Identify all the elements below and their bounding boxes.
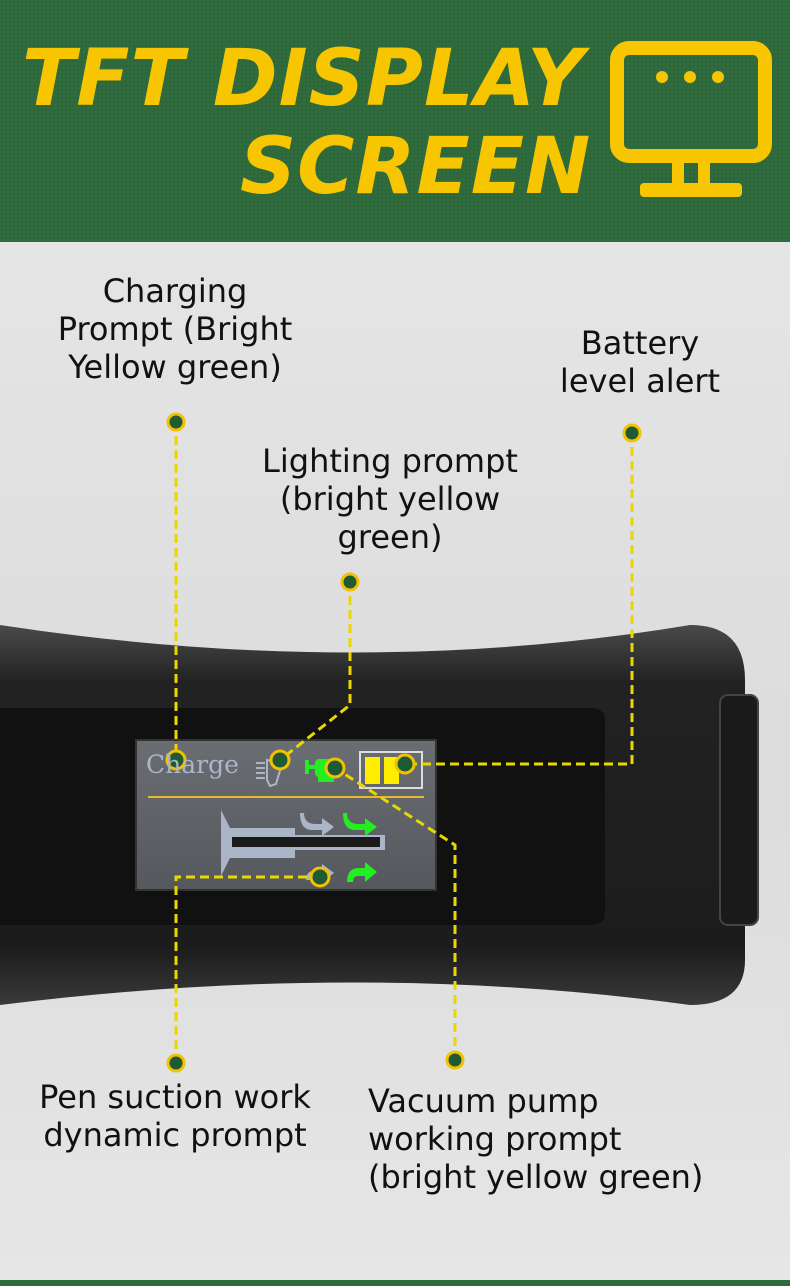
pen-suction-icon bbox=[221, 810, 385, 876]
monitor-icon bbox=[610, 41, 772, 197]
callout-dot bbox=[340, 572, 360, 592]
callout-dot bbox=[445, 1050, 465, 1070]
title-line-2: SCREEN bbox=[240, 122, 592, 212]
callout-dot bbox=[166, 412, 186, 432]
title-line-1: TFT DISPLAY bbox=[22, 34, 585, 124]
annotation-pen-suction: Pen suction work dynamic prompt bbox=[39, 1078, 311, 1154]
callout-dots bbox=[165, 412, 642, 1073]
annotation-vacuum-pump: Vacuum pump working prompt (bright yello… bbox=[368, 1082, 704, 1196]
callout-dot bbox=[622, 423, 642, 443]
annotation-lighting: Lighting prompt (bright yellow green) bbox=[262, 442, 518, 556]
arrow-icon bbox=[300, 813, 334, 836]
arrow-icon bbox=[343, 813, 377, 836]
annotation-battery: Battery level alert bbox=[559, 324, 721, 400]
header-banner: TFT DISPLAY SCREEN bbox=[0, 0, 790, 242]
side-button bbox=[719, 694, 759, 926]
charge-label: Charge bbox=[146, 750, 239, 779]
annotation-charging: Charging Prompt (Bright Yellow green) bbox=[57, 272, 293, 386]
arrow-icon bbox=[347, 862, 377, 882]
footer-band bbox=[0, 1280, 790, 1286]
callout-dot bbox=[165, 749, 187, 771]
callout-lines bbox=[174, 422, 634, 1063]
callout-dot bbox=[394, 753, 416, 775]
callout-dot bbox=[269, 749, 291, 771]
callout-dot bbox=[309, 866, 331, 888]
callout-dot bbox=[324, 757, 346, 779]
callout-dot bbox=[166, 1053, 186, 1073]
